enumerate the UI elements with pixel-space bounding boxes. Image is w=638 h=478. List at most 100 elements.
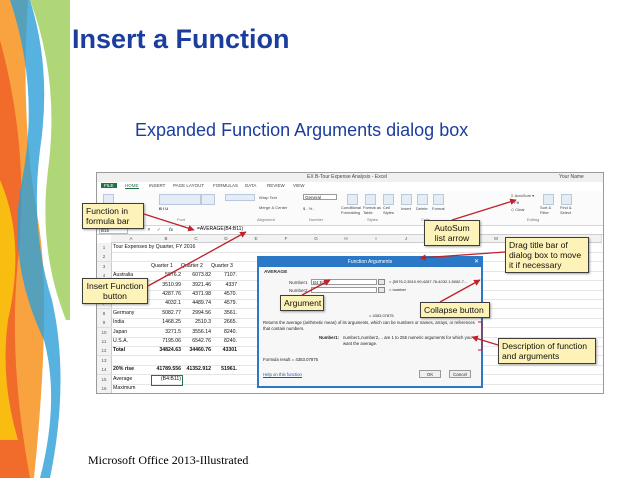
- cell[interactable]: [211, 384, 237, 393]
- cell[interactable]: 6073.82: [192, 272, 211, 279]
- align-top-icon[interactable]: [225, 194, 255, 201]
- cell[interactable]: 4337: [225, 281, 237, 288]
- cell[interactable]: 51961.: [221, 366, 237, 373]
- cell[interactable]: [211, 375, 237, 384]
- tab-view[interactable]: VIEW: [293, 183, 305, 188]
- cell[interactable]: 2665.: [224, 319, 237, 326]
- ok-button[interactable]: OK: [419, 370, 441, 378]
- find-select-icon[interactable]: [561, 194, 572, 205]
- cell[interactable]: Australia: [113, 272, 134, 279]
- cell[interactable]: 3510.99: [162, 281, 181, 288]
- cell[interactable]: 2994.56: [192, 309, 211, 316]
- cell[interactable]: 20% rise: [113, 366, 135, 373]
- tab-file[interactable]: FILE: [101, 183, 117, 188]
- number2-field[interactable]: [311, 287, 377, 293]
- cell[interactable]: 34824.63: [159, 347, 181, 354]
- column-header[interactable]: B: [151, 235, 182, 243]
- cell[interactable]: 3556.14: [192, 328, 211, 335]
- cell[interactable]: 4489.74: [192, 300, 211, 307]
- cell[interactable]: [181, 356, 211, 365]
- cell[interactable]: 43301: [222, 347, 237, 354]
- cell[interactable]: 3271.5: [165, 328, 181, 335]
- tab-insert[interactable]: INSERT: [149, 183, 166, 188]
- dialog-title-bar[interactable]: Function Arguments ✕: [259, 258, 481, 267]
- fill-button[interactable]: ↓ Fill: [511, 200, 520, 205]
- tab-review[interactable]: REVIEW: [267, 183, 285, 188]
- cell[interactable]: 4287.76: [162, 291, 181, 297]
- column-header[interactable]: D: [211, 235, 242, 243]
- tab-page-layout[interactable]: PAGE LAYOUT: [173, 183, 205, 188]
- cell[interactable]: [151, 252, 181, 261]
- cell[interactable]: [211, 356, 237, 365]
- format-as-table-icon[interactable]: [365, 194, 376, 205]
- cell[interactable]: [181, 243, 211, 252]
- conditional-formatting-icon[interactable]: [347, 194, 358, 205]
- cell[interactable]: 4570.: [224, 291, 237, 297]
- sort-filter-icon[interactable]: [543, 194, 554, 205]
- number-format-icons[interactable]: $ - % ,: [303, 206, 315, 211]
- number2-collapse-button[interactable]: [378, 287, 385, 293]
- bold-button[interactable]: B I U: [159, 206, 169, 211]
- column-header[interactable]: I: [361, 235, 392, 243]
- insert-cells-icon[interactable]: [401, 194, 412, 205]
- number1-field[interactable]: B4:B11: [311, 279, 377, 285]
- cell[interactable]: 4579.: [224, 300, 237, 307]
- cell[interactable]: [181, 384, 211, 393]
- cell[interactable]: 2510.3: [195, 319, 211, 326]
- cell[interactable]: 8240.: [224, 328, 237, 335]
- cell[interactable]: 5976.2: [165, 272, 181, 279]
- cell[interactable]: Germany: [113, 309, 135, 316]
- close-icon[interactable]: ✕: [473, 259, 479, 265]
- cell[interactable]: [113, 356, 151, 365]
- column-header[interactable]: C: [181, 235, 212, 243]
- cell[interactable]: 3561.: [224, 309, 237, 316]
- help-link[interactable]: Help on this function: [263, 372, 302, 377]
- insert-function-icon[interactable]: fx: [169, 227, 174, 232]
- column-header[interactable]: J: [391, 235, 422, 243]
- cell[interactable]: 41352.912: [186, 366, 211, 373]
- cell[interactable]: 41789.556: [156, 366, 181, 373]
- cell[interactable]: 3921.46: [192, 281, 211, 288]
- cell[interactable]: [181, 252, 211, 261]
- cell[interactable]: 4032.1: [165, 300, 181, 307]
- delete-cells-icon[interactable]: [417, 194, 428, 205]
- font-box[interactable]: [159, 194, 201, 205]
- cell[interactable]: Quarter 3: [211, 262, 233, 269]
- cell[interactable]: 5082.77: [162, 309, 181, 316]
- column-header[interactable]: F: [271, 235, 302, 243]
- cell-styles-icon[interactable]: [383, 194, 394, 205]
- font-size-box[interactable]: [201, 194, 215, 205]
- cell[interactable]: Japan: [113, 328, 128, 335]
- column-header[interactable]: G: [301, 235, 332, 243]
- cell[interactable]: Total: [113, 347, 126, 354]
- cell[interactable]: Quarter 2: [181, 262, 203, 269]
- wrap-text-button[interactable]: Wrap Text: [259, 195, 277, 200]
- row-header[interactable]: 16: [97, 384, 112, 393]
- cell[interactable]: U.S.A.: [113, 338, 128, 344]
- tab-formulas[interactable]: FORMULAS: [213, 183, 239, 188]
- number-format-select[interactable]: General: [303, 194, 337, 200]
- cell[interactable]: [151, 356, 181, 365]
- column-header[interactable]: A: [111, 235, 152, 243]
- cancel-entry-icon[interactable]: ✕: [147, 227, 151, 232]
- tab-home[interactable]: HOME: [125, 183, 139, 189]
- cell[interactable]: Quarter 1: [151, 262, 173, 269]
- formula-input[interactable]: =AVERAGE(B4:B11): [197, 226, 244, 232]
- cell[interactable]: (B4:B11): [160, 375, 181, 382]
- column-header[interactable]: E: [241, 235, 272, 243]
- cell[interactable]: [113, 262, 151, 271]
- autosum-button[interactable]: Σ AutoSum ▾: [511, 193, 535, 198]
- cancel-button[interactable]: Cancel: [449, 370, 471, 378]
- cell[interactable]: [181, 375, 211, 384]
- cell[interactable]: 7195.06: [162, 338, 181, 344]
- cell[interactable]: 8240.: [224, 338, 237, 344]
- cell[interactable]: 4371.98: [192, 291, 211, 297]
- clear-button[interactable]: ◇ Clear: [511, 207, 525, 212]
- cell[interactable]: [151, 243, 181, 252]
- cell[interactable]: [211, 243, 237, 252]
- enter-entry-icon[interactable]: ✓: [157, 227, 161, 232]
- cell[interactable]: 6542.76: [192, 338, 211, 344]
- cell[interactable]: India: [113, 319, 125, 326]
- number1-collapse-button[interactable]: [378, 279, 385, 285]
- column-header[interactable]: H: [331, 235, 362, 243]
